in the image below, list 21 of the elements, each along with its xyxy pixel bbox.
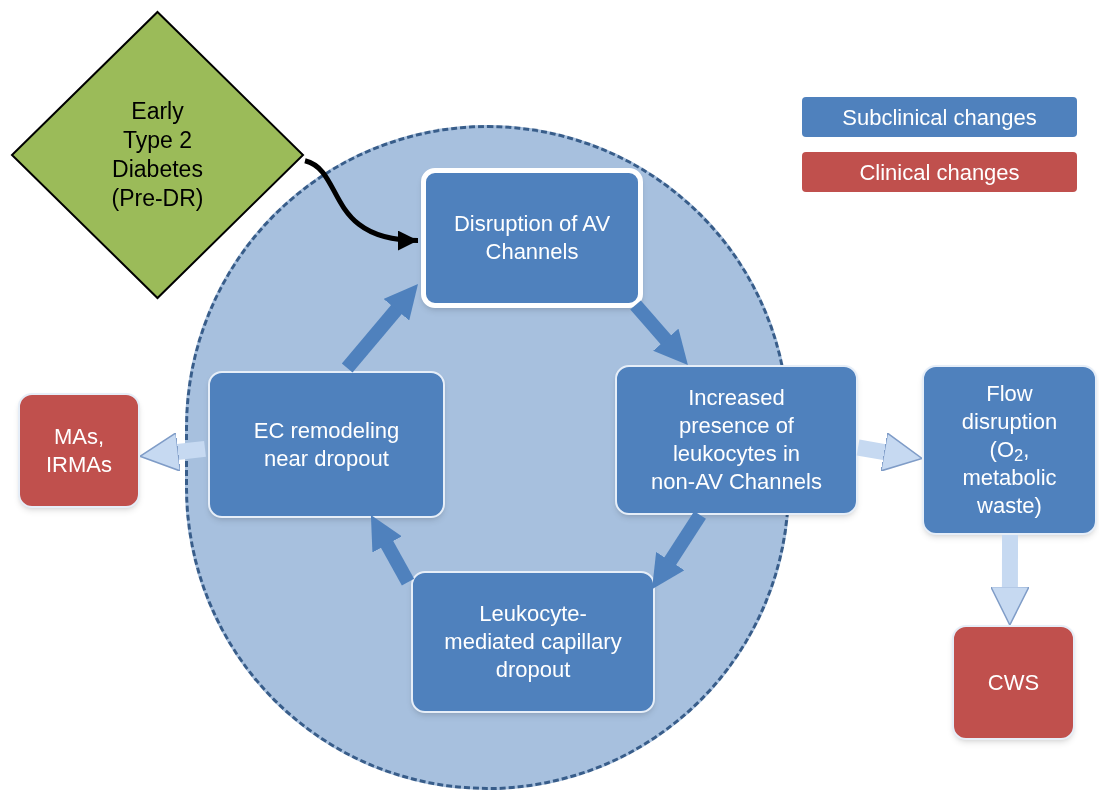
- process-box: [615, 365, 858, 515]
- process-box: [18, 393, 140, 508]
- legend-swatch: Clinical changes: [802, 152, 1077, 192]
- process-box: [922, 365, 1097, 535]
- arrow: [989, 534, 1030, 626]
- process-box: [952, 625, 1075, 740]
- process-box: [208, 371, 445, 518]
- node-label: Flow disruption (O$_{2}$, metabolic waste): [960, 380, 1059, 520]
- node-label: Early Type 2 Diabetes (Pre-DR): [110, 97, 205, 213]
- node-label: EC remodeling near dropout: [252, 416, 401, 473]
- process-box: [421, 168, 643, 308]
- node-label: Leukocyte-mediated capillary dropout: [443, 600, 623, 684]
- decision-diamond: [10, 10, 305, 300]
- node-label: Increased presence of leukocytes in non-AV Channels: [650, 384, 823, 496]
- node-label: MAs, IRMAs: [45, 422, 113, 479]
- arrow: [856, 432, 924, 472]
- node-label: Disruption of AV Channels: [452, 210, 612, 266]
- legend-swatch: Subclinical changes: [802, 97, 1077, 137]
- node-label: CWS: [986, 668, 1041, 697]
- arrow: [139, 432, 206, 472]
- process-box: [411, 571, 655, 713]
